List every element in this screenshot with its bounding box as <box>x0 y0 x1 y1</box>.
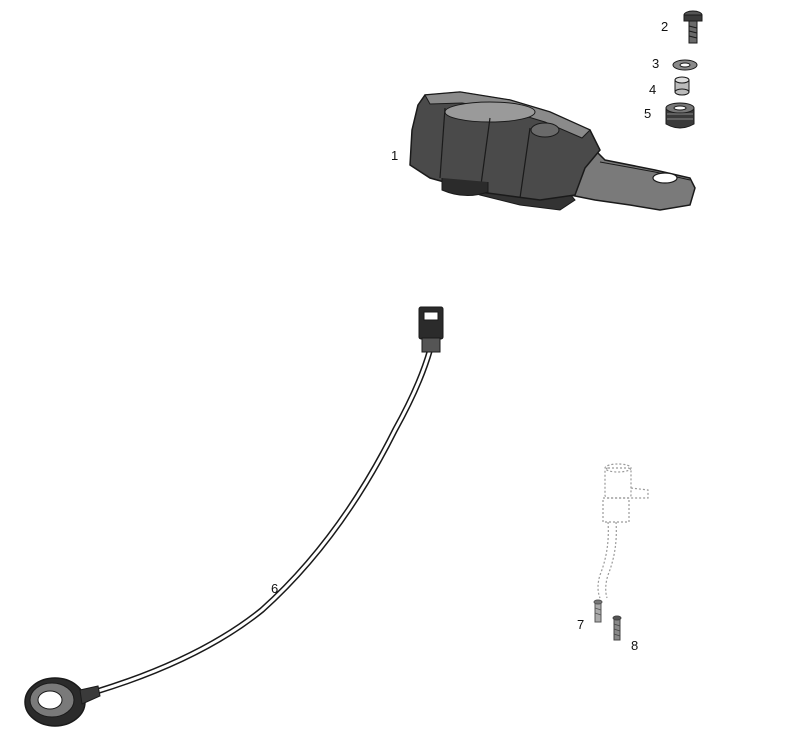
callout-1: 1 <box>391 148 398 163</box>
small-screw <box>593 599 603 623</box>
knock-sensor-cable <box>24 306 444 727</box>
callout-6: 6 <box>271 581 278 596</box>
knock-sensor-puck <box>24 677 101 727</box>
callout-2: 2 <box>661 19 668 34</box>
callout-4: 4 <box>649 82 656 97</box>
spacer-bushing <box>674 76 690 96</box>
screw <box>683 10 703 44</box>
callout-8: 8 <box>631 638 638 653</box>
flat-washer <box>672 59 698 71</box>
electrical-connector <box>418 306 444 353</box>
callout-7: 7 <box>577 617 584 632</box>
callout-3: 3 <box>652 56 659 71</box>
position-sensor-phantom <box>597 463 649 599</box>
stud-screw <box>612 615 622 641</box>
callout-5: 5 <box>644 106 651 121</box>
rubber-grommet <box>665 102 695 129</box>
mounting-bracket <box>409 91 696 211</box>
